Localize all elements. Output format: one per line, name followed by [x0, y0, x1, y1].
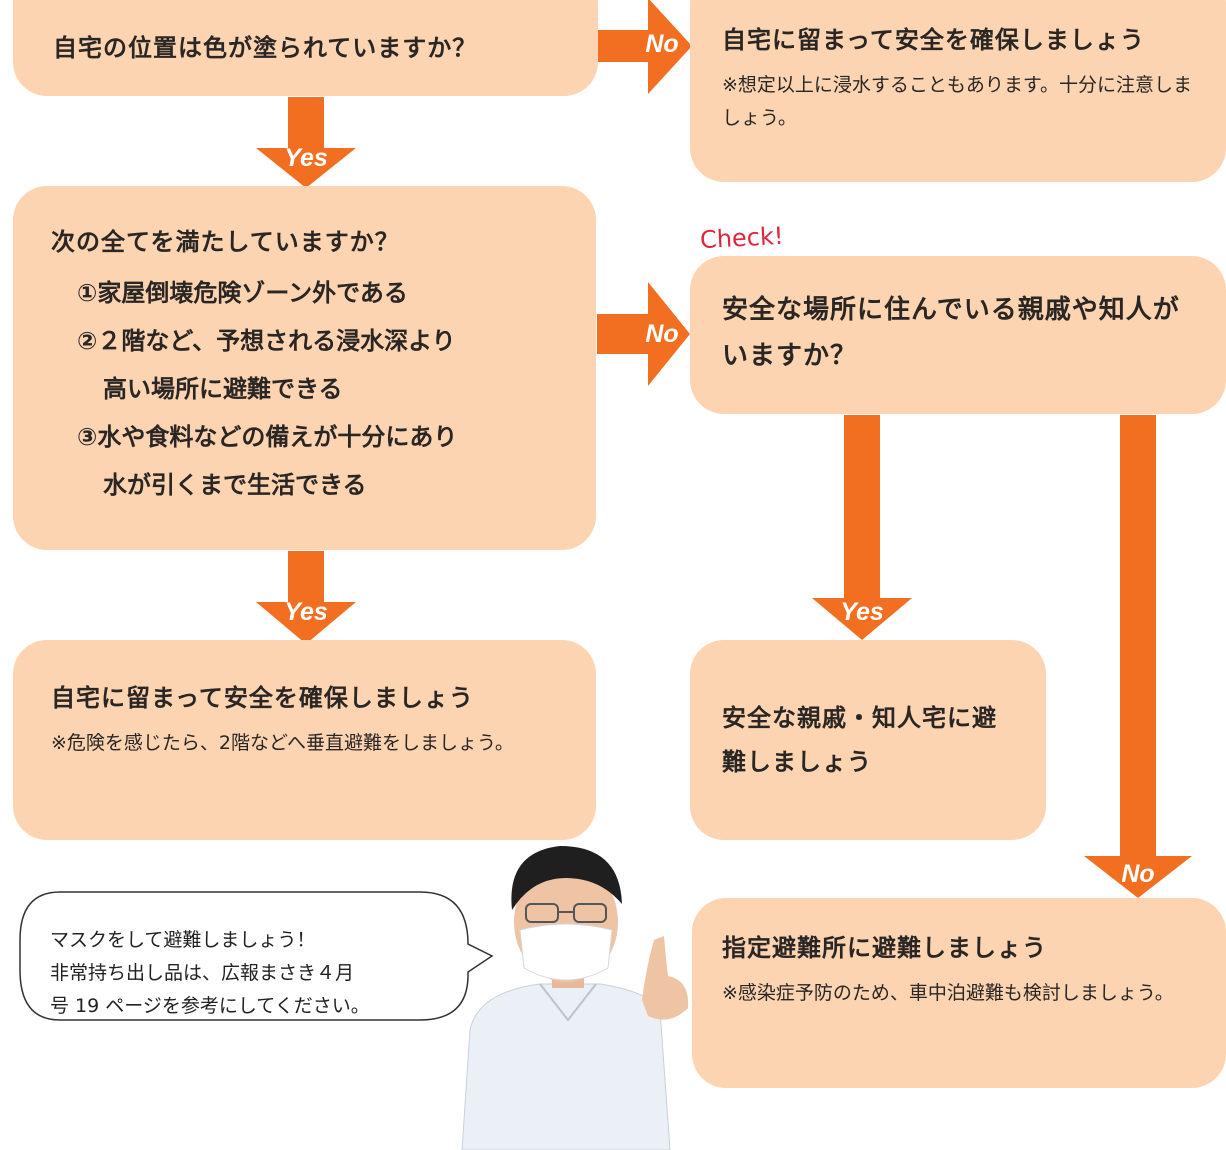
condition-2: ②２階など、予想される浸水深より	[77, 326, 456, 355]
yes-arrow-2	[256, 551, 356, 644]
question-relatives-text: 安全な場所に住んでいる親戚や知人がいますか？	[722, 295, 1180, 371]
yes-label-2: Yes	[284, 598, 328, 626]
no-arrow-3	[1084, 415, 1192, 898]
no-label-2: No	[645, 320, 679, 348]
evacuate-relatives-text: 安全な親戚・知人宅に避難しましょう	[722, 704, 997, 777]
bubble-line-2: 非常持ち出し品は、広報まさき４月	[50, 962, 355, 984]
bubble-line-3: 号 19 ページを参考にしてください。	[50, 995, 370, 1017]
yes-arrow-1	[256, 97, 356, 188]
question-home-colored: 自宅の位置は色が塗られていますか？	[13, 0, 598, 96]
question-relatives: 安全な場所に住んでいる親戚や知人がいますか？	[690, 256, 1226, 414]
stay-home-box-top: 自宅に留まって安全を確保しましょう ※想定以上に浸水することもあります。十分に注…	[690, 0, 1226, 182]
yes-label-1: Yes	[284, 144, 328, 172]
condition-3-cont: 水が引くまで生活できる	[103, 470, 367, 499]
no-arrow-2	[597, 282, 690, 386]
condition-1: ①家屋倒壊危険ゾーン外である	[77, 278, 408, 307]
evacuate-relatives-box: 安全な親戚・知人宅に避難しましょう	[690, 640, 1046, 840]
speech-bubble-text: マスクをして避難しましょう！ 非常持ち出し品は、広報まさき４月 号 19 ページ…	[50, 924, 450, 1023]
yes-arrow-3	[812, 415, 912, 640]
designated-shelter-box: 指定避難所に避難しましょう ※感染症予防のため、車中泊避難も検討しましょう。	[692, 898, 1226, 1088]
question-conditions-title: 次の全てを満たしていますか？	[51, 228, 400, 256]
no-label-3: No	[1121, 860, 1155, 888]
stay-home-box-bottom: 自宅に留まって安全を確保しましょう ※危険を感じたら、2階などへ垂直避難をしまし…	[13, 640, 596, 840]
condition-3: ③水や食料などの備えが十分にあり	[77, 422, 458, 451]
stay-home-bottom-note: ※危険を感じたら、2階などへ垂直避難をしましょう。	[51, 731, 514, 754]
no-arrow-1	[597, 0, 692, 94]
bubble-line-1: マスクをして避難しましょう！	[50, 929, 316, 951]
conditions-list: ①家屋倒壊危険ゾーン外である ②２階など、予想される浸水深より 高い場所に避難で…	[51, 269, 596, 509]
question-conditions: 次の全てを満たしていますか？ ①家屋倒壊危険ゾーン外である ②２階など、予想され…	[13, 186, 596, 550]
designated-shelter-title: 指定避難所に避難しましょう	[722, 934, 1047, 962]
yes-label-3: Yes	[840, 598, 884, 626]
designated-shelter-note: ※感染症予防のため、車中泊避難も検討しましょう。	[722, 981, 1174, 1004]
stay-home-top-title: 自宅に留まって安全を確保しましょう	[722, 26, 1145, 54]
stay-home-bottom-title: 自宅に留まって安全を確保しましょう	[51, 684, 474, 712]
no-label-1: No	[645, 30, 679, 58]
stay-home-top-note: ※想定以上に浸水することもあります。十分に注意しましょう。	[722, 73, 1193, 130]
question-home-colored-text: 自宅の位置は色が塗られていますか？	[53, 34, 478, 62]
condition-2-cont: 高い場所に避難できる	[103, 374, 343, 403]
